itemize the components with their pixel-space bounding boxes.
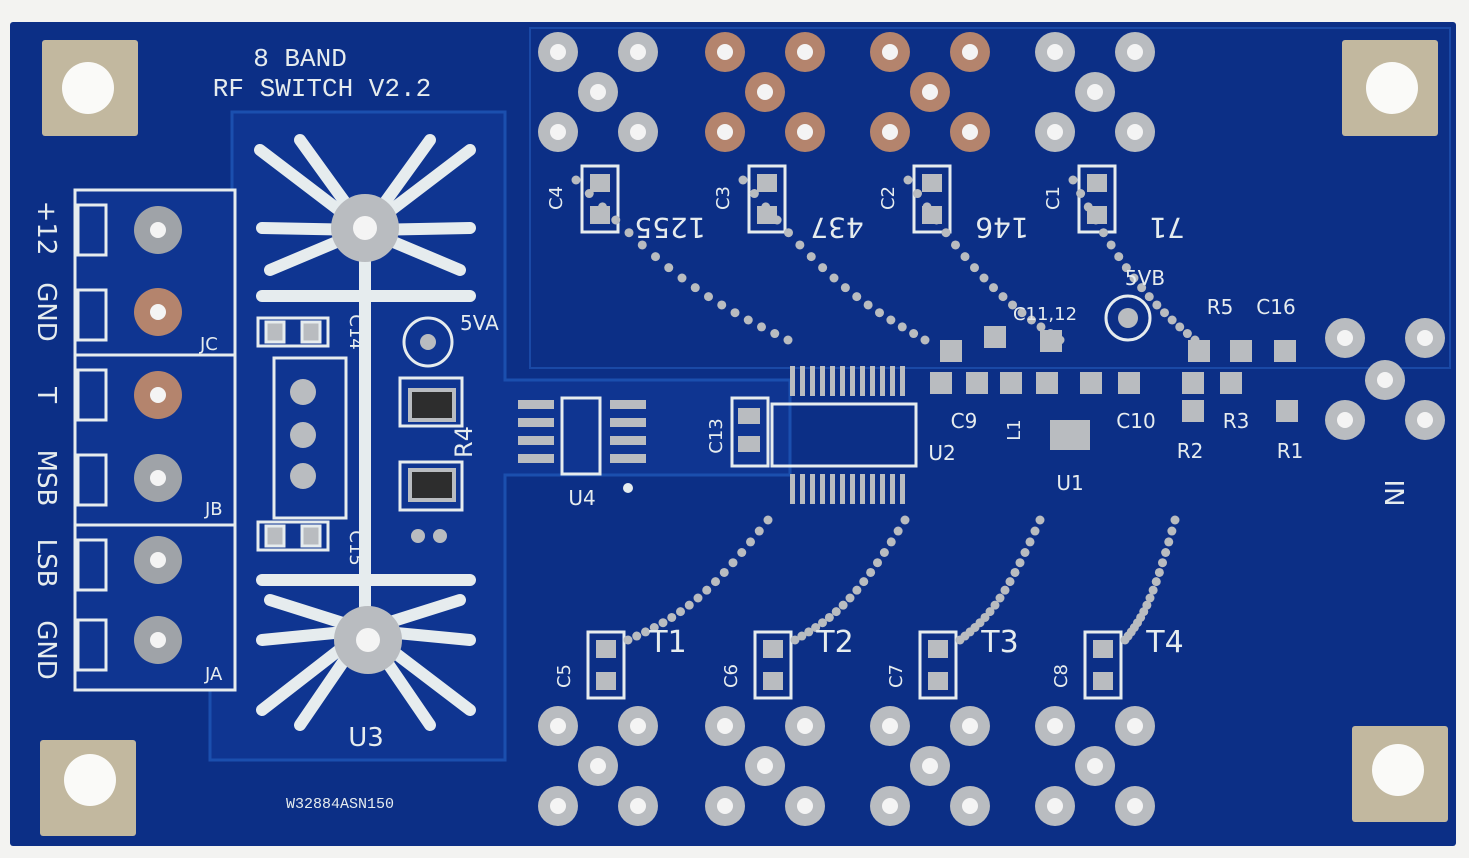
label-r4: R4 (450, 426, 478, 458)
label-t: T (31, 386, 61, 403)
label-lsb: LSB (31, 539, 61, 588)
label-c13: C13 (706, 418, 727, 453)
label-u3: U3 (348, 723, 384, 753)
bottom-port-cap-label: C6 (721, 664, 742, 688)
label-jc: JC (199, 334, 218, 355)
bottom-port-label: T3 (980, 625, 1018, 660)
label-r5: R5 (1207, 295, 1234, 319)
top-port-band-label: 437 (810, 211, 863, 244)
label-l1: L1 (1004, 419, 1025, 440)
label-in: IN (1378, 479, 1408, 506)
board-title-line2: RF SWITCH V2.2 (213, 74, 431, 104)
label-plus12: +12 (31, 201, 61, 256)
board-serial: W32884ASN150 (286, 796, 394, 813)
label-jb: JB (204, 499, 223, 520)
label-u2: U2 (928, 441, 955, 465)
bottom-port-label: T1 (648, 625, 686, 660)
label-c10: C10 (1116, 409, 1155, 433)
mounting-holes (40, 40, 1448, 836)
top-port-2: C3 437 (705, 32, 930, 345)
top-port-cap-label: C4 (546, 186, 567, 210)
label-ja: JA (204, 664, 223, 685)
top-rf-ports: C4 1255 C3 437 C2 146 C1 71 (538, 32, 1200, 345)
five-va-testpoint (402, 316, 454, 368)
label-5vb: 5VB (1125, 266, 1165, 290)
bottom-port-cap-label: C5 (554, 664, 575, 688)
label-c9: C9 (951, 409, 978, 433)
c14-c15-footprints (256, 316, 330, 552)
top-port-3: C2 146 (870, 32, 1065, 345)
label-c16: C16 (1256, 295, 1295, 319)
bottom-port-cap-label: C7 (886, 664, 907, 688)
input-section-parts (930, 326, 1298, 450)
power-connector-outline (73, 188, 237, 692)
label-r2: R2 (1177, 439, 1204, 463)
label-c14: C14 (345, 314, 366, 349)
top-port-cap-label: C2 (878, 186, 899, 210)
top-port-cap-label: C3 (713, 186, 734, 210)
u4-footprint (518, 396, 646, 493)
label-msb: MSB (31, 450, 61, 507)
label-gnd-1: GND (31, 282, 61, 342)
u2-footprint (730, 366, 918, 504)
connector-pads (134, 206, 182, 664)
top-port-band-label: 71 (1149, 211, 1185, 244)
connector-labels: +12 GND T MSB LSB GND (31, 201, 61, 680)
label-u4: U4 (568, 486, 595, 510)
bottom-port-2: C6 T2 (705, 515, 910, 826)
top-port-band-label: 146 (975, 211, 1028, 244)
top-port-1: C4 1255 (538, 32, 793, 345)
bottom-port-cap-label: C8 (1051, 664, 1072, 688)
label-u1: U1 (1056, 471, 1083, 495)
bottom-port-3: C7 T3 (870, 515, 1045, 826)
label-c11-12: C11,12 (1013, 304, 1077, 325)
bottom-port-label: T2 (815, 625, 853, 660)
in-connector-pads (1325, 318, 1445, 440)
r4-footprint (398, 376, 464, 543)
top-port-band-label: 1255 (634, 211, 705, 244)
bottom-port-label: T4 (1145, 625, 1183, 660)
label-5va: 5VA (460, 311, 499, 335)
top-port-4: C1 71 (1035, 32, 1200, 345)
label-c15: C15 (345, 530, 366, 565)
bottom-port-1: C5 T1 (538, 515, 773, 826)
five-vb-testpoint (1104, 294, 1152, 342)
u3-pads (272, 356, 348, 520)
board-title-line1: 8 BAND (253, 44, 347, 74)
bottom-port-4: C8 T4 (1035, 515, 1184, 826)
label-r1: R1 (1277, 439, 1304, 463)
label-r3: R3 (1223, 409, 1250, 433)
u3-mount-holes (331, 194, 402, 674)
copper-region-right (529, 27, 1451, 369)
top-port-cap-label: C1 (1043, 186, 1064, 210)
label-gnd-2: GND (31, 620, 61, 680)
